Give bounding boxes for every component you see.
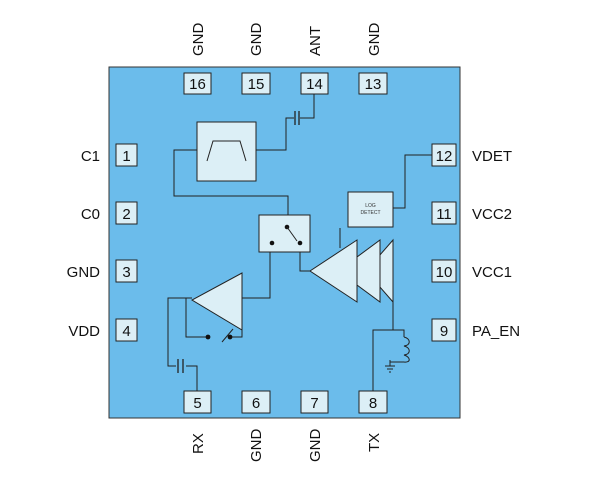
bandpass-icon <box>206 140 247 162</box>
detector-box <box>347 191 394 228</box>
pin-11-number: 11 <box>436 206 452 223</box>
pin-5: 5 RX <box>183 390 212 454</box>
pin-4-pad <box>115 318 138 342</box>
pin-14-number: 14 <box>306 76 323 93</box>
rf-switch <box>258 214 311 253</box>
lna-amplifier <box>190 272 243 331</box>
pin-1-number: 1 <box>122 148 130 165</box>
pin-15-label: GND <box>248 23 265 57</box>
pin-6-label: GND <box>248 429 265 463</box>
pin-16-pad <box>183 72 212 95</box>
pin-11-label: VCC2 <box>472 206 512 223</box>
filter-box <box>196 121 257 182</box>
switch-contact-left <box>269 240 275 246</box>
pin-10-number: 10 <box>436 264 453 281</box>
bandpass-filter <box>196 121 257 182</box>
pin-4-label: VDD <box>68 323 100 340</box>
pin-10-label: VCC1 <box>472 264 512 281</box>
bypass-contact-left <box>205 334 211 340</box>
pin-4-number: 4 <box>122 323 130 340</box>
pin-14-label: ANT <box>307 26 324 56</box>
pin-13: 13 GND <box>358 23 388 95</box>
pa-stage-1 <box>309 239 358 303</box>
pin-1: 1 C1 <box>81 143 138 167</box>
pin-7-label: GND <box>307 429 324 463</box>
pin-16-label: GND <box>190 23 207 57</box>
pin-3-label: GND <box>67 264 101 281</box>
pin-12-number: 12 <box>436 148 453 165</box>
capacitor-ant <box>294 111 300 125</box>
pin-12-label: VDET <box>472 148 512 165</box>
inductor-coil-icon <box>403 336 410 363</box>
log-detector: LOG DETECT <box>347 191 394 228</box>
pin-3-number: 3 <box>122 264 130 281</box>
pin-2: 2 C0 <box>81 201 138 225</box>
ground-icon <box>385 360 395 373</box>
pin-10-pad <box>431 259 457 283</box>
pin-11-pad <box>431 201 457 225</box>
pin-6: 6 GND <box>241 390 271 463</box>
inductor-tx <box>385 336 410 373</box>
capacitor-rx <box>177 359 184 373</box>
lna-triangle <box>190 272 243 331</box>
pin-12: 12 VDET <box>431 143 512 167</box>
pin-3-pad <box>115 259 138 283</box>
pin-3: 3 GND <box>67 259 138 283</box>
pin-14: 14 ANT <box>300 26 329 95</box>
pin-5-number: 5 <box>193 395 201 412</box>
detector-label-line1: LOG <box>365 203 376 209</box>
internal-wiring <box>167 94 432 391</box>
pin-13-label: GND <box>366 23 383 57</box>
pin-2-label: C0 <box>81 206 100 223</box>
pin-7: 7 GND <box>300 390 329 463</box>
switch-box <box>258 214 311 253</box>
power-amplifier <box>309 238 394 304</box>
pin-13-number: 13 <box>365 76 382 93</box>
switch-arm <box>286 226 298 242</box>
pin-2-pad <box>115 201 138 225</box>
pin-9-label: PA_EN <box>472 323 520 340</box>
pin-9-pad <box>431 318 457 342</box>
bypass-contact-right <box>227 334 233 340</box>
pin-8: 8 TX <box>358 390 388 452</box>
pin-6-number: 6 <box>252 395 260 412</box>
pin-9-number: 9 <box>440 323 448 340</box>
pin-7-number: 7 <box>310 395 318 412</box>
pin-1-label: C1 <box>81 148 100 165</box>
pin-15: 15 GND <box>241 23 271 95</box>
pin-13-pad <box>358 72 388 95</box>
switch-contact-right <box>297 240 303 246</box>
pin-1-pad <box>115 143 138 167</box>
pin-11: 11 VCC2 <box>431 201 512 225</box>
detector-label-line2: DETECT <box>361 210 381 216</box>
pin-5-label: RX <box>190 433 207 454</box>
pin-16: 16 GND <box>183 23 212 95</box>
pin-8-label: TX <box>366 433 383 452</box>
pin-4: 4 VDD <box>68 318 138 342</box>
lna-bypass-switch <box>205 328 234 343</box>
pin-7-pad <box>300 390 329 414</box>
bypass-arm <box>221 328 234 343</box>
pa-stage-2 <box>337 239 381 303</box>
pin-9: 9 PA_EN <box>431 318 520 342</box>
pin-2-number: 2 <box>122 206 130 223</box>
pin-10: 10 VCC1 <box>431 259 512 283</box>
pin-6-pad <box>241 390 271 414</box>
pin-8-number: 8 <box>369 395 377 412</box>
pin-15-number: 15 <box>248 76 265 93</box>
pin-15-pad <box>241 72 271 95</box>
pin-16-number: 16 <box>189 76 206 93</box>
